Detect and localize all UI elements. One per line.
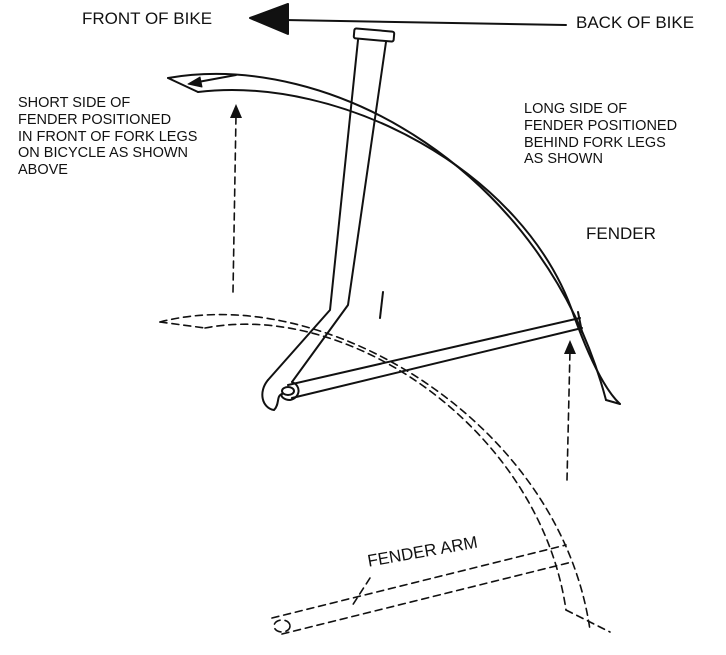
guide-arrow-left bbox=[232, 114, 237, 293]
guide-arrow-right bbox=[566, 349, 571, 481]
long-side-line: LONG SIDE OF bbox=[524, 101, 628, 117]
short-side-note: SHORT SIDE OF FENDER POSITIONED IN FRONT… bbox=[18, 95, 197, 179]
back-of-bike-label: BACK OF BIKE bbox=[576, 13, 695, 32]
long-side-line: AS SHOWN bbox=[524, 151, 603, 168]
long-side-note: LONG SIDE OF FENDER POSITIONED BEHIND FO… bbox=[524, 101, 677, 168]
short-side-line: ABOVE bbox=[18, 162, 68, 179]
bridge-tab bbox=[379, 291, 384, 319]
small-left-arrow-icon bbox=[187, 74, 237, 88]
short-side-line: FENDER POSITIONED bbox=[18, 111, 172, 128]
fender-arm-installed bbox=[287, 311, 583, 399]
short-side-line: IN FRONT OF FORK LEGS bbox=[18, 128, 198, 145]
short-side-line: ON BICYCLE AS SHOWN bbox=[18, 145, 189, 162]
installed-fender bbox=[167, 73, 621, 405]
fender-arm-leader bbox=[351, 577, 371, 607]
ghost-fender bbox=[159, 313, 611, 633]
up-arrowhead-icon bbox=[564, 340, 576, 354]
fender-label: FENDER bbox=[586, 224, 656, 243]
front-of-bike-label: FRONT OF BIKE bbox=[82, 9, 213, 28]
long-side-line: BEHIND FORK LEGS bbox=[524, 134, 666, 151]
direction-arrow bbox=[249, 3, 567, 35]
short-side-line: SHORT SIDE OF bbox=[18, 95, 131, 111]
up-arrowhead-icon bbox=[230, 104, 242, 118]
fork-leg bbox=[261, 27, 396, 411]
ghost-fender-arm bbox=[271, 544, 573, 635]
long-side-line: FENDER POSITIONED bbox=[524, 117, 678, 134]
